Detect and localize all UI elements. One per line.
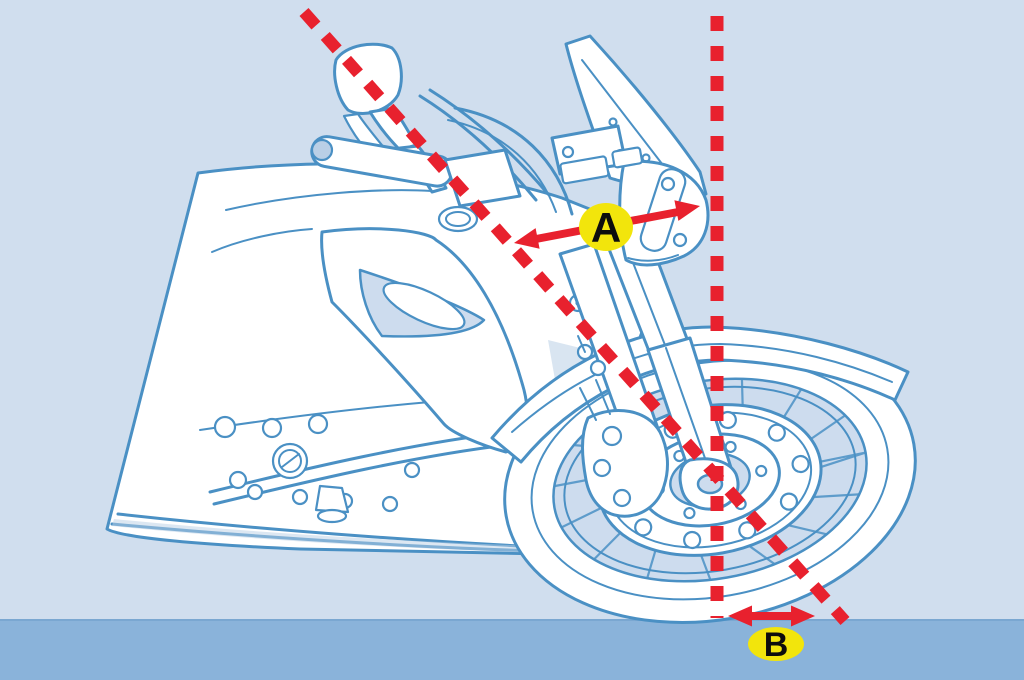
bleed-nipple [589, 359, 607, 377]
annotation-overlay: A B [299, 8, 850, 664]
label-b-badge: B [748, 626, 804, 664]
bar-end [310, 138, 334, 162]
label-a-text: A [591, 204, 621, 251]
steering-axis-dashed-line [299, 8, 850, 625]
ground-strip [0, 619, 1024, 680]
arrow-a-left-head [514, 228, 540, 249]
instrument-block [611, 146, 643, 169]
arrow-a-right-head [674, 200, 700, 221]
arrow-b-right-head [791, 605, 815, 627]
brake-caliper [576, 335, 669, 518]
motorcycle-illustration [105, 34, 917, 624]
label-a-badge: A [579, 203, 633, 251]
side-fairing-panel [320, 227, 529, 454]
instrument-block [559, 155, 610, 185]
control-cables [418, 88, 550, 202]
windscreen-rivet [608, 117, 618, 127]
measurement-arrow-b [728, 605, 815, 627]
windscreen [550, 34, 708, 202]
ground-edge-line [0, 619, 1024, 621]
handguard-arc [453, 106, 574, 216]
axle-clamp [678, 457, 740, 511]
fuel-cap [437, 205, 479, 233]
arrow-b-left-head [728, 605, 752, 627]
side-stand [314, 484, 350, 514]
label-b-text: B [764, 626, 789, 664]
brake-line [577, 335, 586, 353]
